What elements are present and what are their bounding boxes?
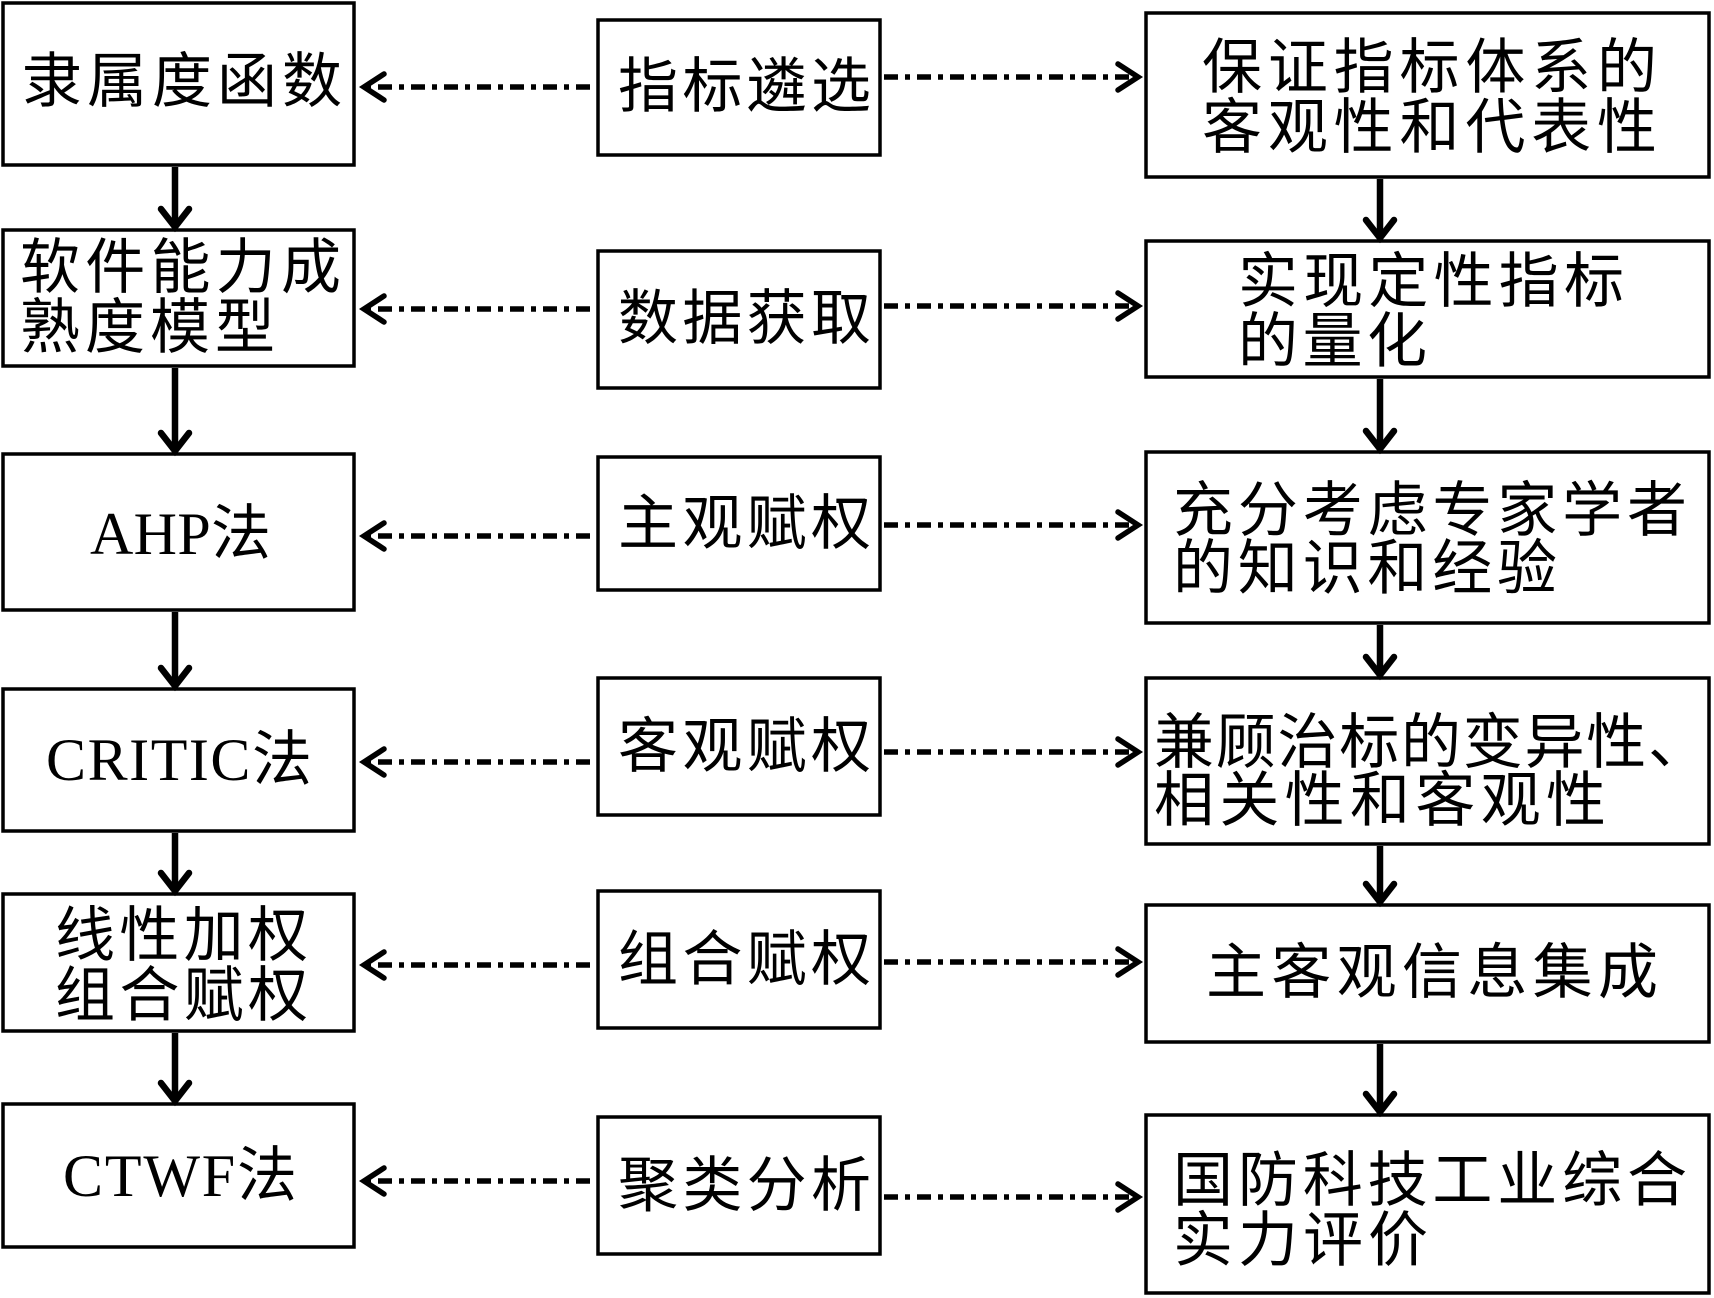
goal-column: 保证指标体系的 客观性和代表性 实现定性指标 的量化 充分考虑专家学者 的知识和… <box>1144 11 1711 1295</box>
step-to-goal-arrow <box>884 290 1144 322</box>
arrow-head <box>1362 653 1398 681</box>
arrow-head <box>358 746 387 778</box>
method-node-critic: CRITIC法 <box>1 687 356 833</box>
step-node-subjective-weighting: 主观赋权 <box>596 455 882 592</box>
goal-flow-arrow <box>1362 379 1398 455</box>
method-node-linear-weighting: 线性加权 组合赋权 <box>1 892 356 1033</box>
step-column: 指标遴选 数据获取 主观赋权 客观赋权 组合赋权 聚类分析 <box>596 18 882 1256</box>
step-node-cluster-analysis: 聚类分析 <box>596 1115 882 1256</box>
node-frame <box>596 249 882 390</box>
method-column: 隶属度函数 软件能力成 熟度模型 AHP法 CRITIC法 线性加权 组合赋权 … <box>1 1 356 1249</box>
arrow-head <box>157 664 193 692</box>
method-flow-arrow <box>157 612 193 692</box>
node-frame <box>1144 239 1711 379</box>
node-frame <box>1144 903 1711 1044</box>
step-to-goal-arrow <box>884 61 1144 93</box>
step-node-objective-weighting: 客观赋权 <box>596 676 882 817</box>
arrow-head <box>1115 736 1144 768</box>
node-label-line-1: 兼顾治标的变异性、 <box>1154 708 1708 778</box>
step-to-method-arrow <box>358 746 590 778</box>
arrow-head <box>358 71 387 103</box>
goal-node-variability-correlation: 兼顾治标的变异性、 相关性和客观性 <box>1144 676 1711 846</box>
goal-node-expert-knowledge: 充分考虑专家学者 的知识和经验 <box>1144 450 1711 625</box>
arrow-head <box>1115 61 1144 93</box>
step-node-combined-weighting: 组合赋权 <box>596 889 882 1030</box>
node-frame <box>1 1 356 167</box>
goal-flow-arrow <box>1362 625 1398 681</box>
arrow-head <box>1115 290 1144 322</box>
node-frame <box>1 892 356 1033</box>
goal-flow-arrow <box>1362 1044 1398 1118</box>
node-frame <box>1 687 356 833</box>
node-frame <box>1 228 356 368</box>
step-to-goal-arrow <box>884 1181 1144 1213</box>
node-frame <box>596 1115 882 1256</box>
step-to-goal-arrow <box>884 946 1144 978</box>
arrow-head <box>358 949 387 981</box>
node-label-line-2: 客观性和代表性 <box>1202 93 1657 163</box>
node-frame <box>1 452 356 612</box>
arrow-head <box>358 293 387 325</box>
node-frame <box>1144 11 1711 179</box>
arrow-head <box>157 429 193 457</box>
method-flow-arrow <box>157 1033 193 1107</box>
goal-flow-arrows <box>1362 179 1398 1118</box>
step-node-indicator-selection: 指标遴选 <box>596 18 882 157</box>
arrow-head <box>157 869 193 897</box>
arrow-head <box>1115 509 1144 541</box>
method-flow-arrow <box>157 368 193 457</box>
arrow-head <box>1362 427 1398 455</box>
node-frame <box>596 455 882 592</box>
goal-node-objectivity-representativeness: 保证指标体系的 客观性和代表性 <box>1144 11 1711 179</box>
goal-node-quantification: 实现定性指标 的量化 <box>1144 239 1711 379</box>
goal-flow-arrow <box>1362 179 1398 244</box>
arrow-head <box>1115 1181 1144 1213</box>
node-label: 主客观信息集成 <box>1206 938 1658 1008</box>
node-label-line-2: 的量化 <box>1238 307 1427 377</box>
step-to-goal-arrow <box>884 736 1144 768</box>
node-frame <box>596 676 882 817</box>
node-label-line-1: 软件能力成 <box>20 233 341 303</box>
method-node-ctwf: CTWF法 <box>1 1102 356 1249</box>
node-label-line-1: 保证指标体系的 <box>1202 33 1657 103</box>
method-flow-arrow <box>157 833 193 897</box>
node-label: CTWF法 <box>63 1143 297 1209</box>
arrow-head <box>1362 1090 1398 1118</box>
node-frame <box>1144 676 1711 846</box>
goal-node-comprehensive-evaluation: 国防科技工业综合 实力评价 <box>1144 1113 1711 1295</box>
arrow-head <box>1362 880 1398 908</box>
step-node-data-acquisition: 数据获取 <box>596 249 882 390</box>
node-label: 隶属度函数 <box>22 47 342 117</box>
arrow-head <box>157 205 193 233</box>
node-frame <box>1144 1113 1711 1295</box>
step-to-method-arrow <box>358 1165 590 1197</box>
method-node-membership-function: 隶属度函数 <box>1 1 356 167</box>
goal-flow-arrow <box>1362 846 1398 908</box>
node-frame <box>1 1102 356 1249</box>
node-frame <box>596 18 882 157</box>
node-frame <box>1144 450 1711 625</box>
step-to-goal-arrows <box>884 61 1144 1213</box>
arrow-head <box>157 1079 193 1107</box>
goal-node-information-integration: 主客观信息集成 <box>1144 903 1711 1044</box>
arrow-head <box>358 1165 387 1197</box>
step-to-method-arrows <box>358 71 590 1197</box>
step-to-method-arrow <box>358 520 590 552</box>
arrow-head <box>1115 946 1144 978</box>
arrow-head <box>358 520 387 552</box>
step-to-goal-arrow <box>884 509 1144 541</box>
node-label: AHP法 <box>90 501 271 567</box>
step-to-method-arrow <box>358 949 590 981</box>
method-node-ahp: AHP法 <box>1 452 356 612</box>
node-label: CRITIC法 <box>46 727 312 793</box>
step-to-method-arrow <box>358 71 590 103</box>
method-flow-arrow <box>157 167 193 233</box>
arrow-head <box>1362 216 1398 244</box>
method-flow-arrows <box>157 167 193 1107</box>
step-to-method-arrow <box>358 293 590 325</box>
node-frame <box>596 889 882 1030</box>
method-node-capability-maturity-model: 软件能力成 熟度模型 <box>1 228 356 368</box>
node-label-line-2: 相关性和客观性 <box>1154 766 1606 836</box>
